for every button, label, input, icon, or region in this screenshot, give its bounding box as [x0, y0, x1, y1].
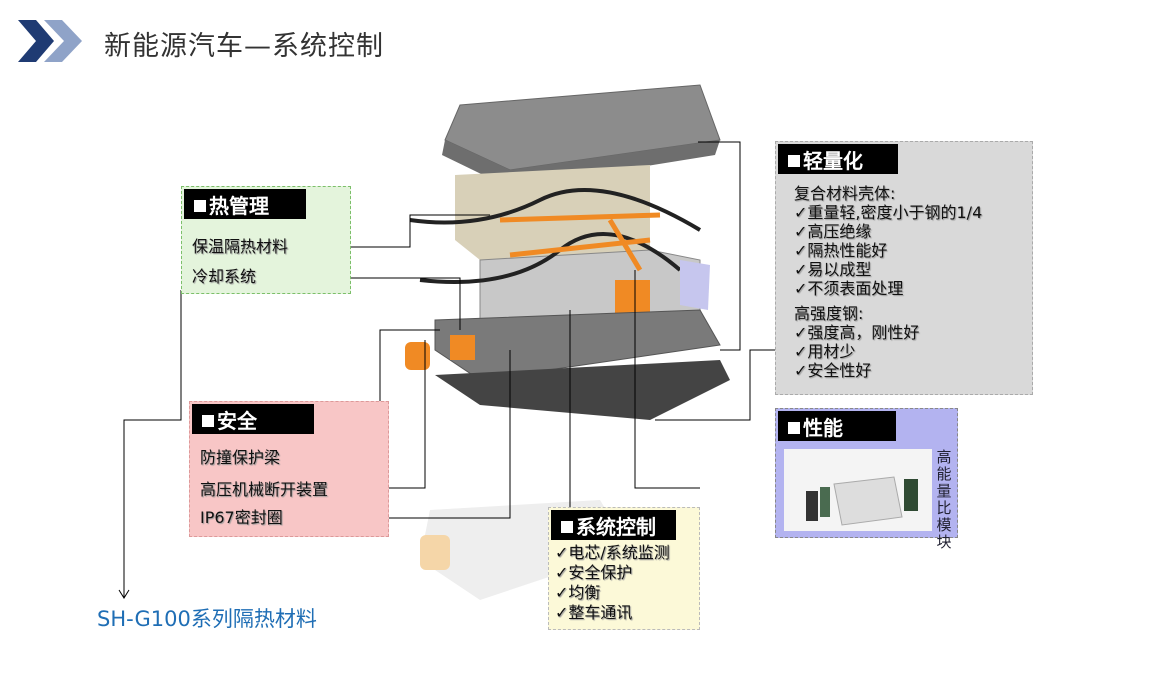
steel-item: ✓安全性好: [794, 361, 872, 380]
sh-g100-link[interactable]: SH-G100系列隔热材料: [97, 607, 317, 631]
performance-header: 性能: [778, 411, 896, 441]
thermal-management-box: 热管理 保温隔热材料 冷却系统: [181, 186, 351, 294]
composite-list: 复合材料壳体: ✓重量轻,密度小于钢的1/4 ✓高压绝缘 ✓隔热性能好 ✓易以成…: [794, 184, 982, 380]
control-item: ✓安全保护: [555, 563, 633, 582]
system-control-header: 系统控制: [551, 510, 676, 540]
composite-item: ✓易以成型: [794, 260, 872, 279]
page-title: 新能源汽车—系统控制: [104, 31, 384, 62]
composite-heading: 复合材料壳体:: [794, 184, 896, 203]
control-item: ✓均衡: [555, 583, 601, 602]
safety-item: 高压机械断开装置: [200, 480, 329, 499]
battery-module-image: [784, 449, 932, 531]
composite-item: ✓隔热性能好: [794, 241, 888, 260]
composite-item: ✓重量轻,密度小于钢的1/4: [794, 203, 983, 222]
double-chevron-icon: [18, 20, 82, 62]
safety-item: 防撞保护梁: [200, 448, 281, 467]
control-item: ✓整车通讯: [555, 603, 633, 622]
safety-item: IP67密封圈: [200, 508, 283, 527]
composite-item: ✓高压绝缘: [794, 222, 872, 241]
performance-box: 性能 高能量比模块: [775, 408, 958, 551]
thermal-header: 热管理: [184, 189, 306, 219]
lightweight-header: 轻量化: [778, 144, 898, 174]
performance-side-label: 高能量比模块: [936, 448, 952, 551]
system-control-box: 系统控制 ✓电芯/系统监测 ✓安全保护 ✓均衡 ✓整车通讯: [548, 507, 700, 630]
safety-box: 安全 防撞保护梁 高压机械断开装置 IP67密封圈: [189, 401, 389, 537]
safety-header: 安全: [192, 404, 314, 434]
thermal-item: 冷却系统: [192, 267, 257, 286]
control-item: ✓电芯/系统监测: [555, 543, 670, 562]
composite-item: ✓不须表面处理: [794, 279, 904, 298]
battery-pack-illustration: [405, 84, 730, 600]
lightweight-box: 轻量化 复合材料壳体: ✓重量轻,密度小于钢的1/4 ✓高压绝缘 ✓隔热性能好 …: [775, 141, 1033, 395]
steel-item: ✓强度高，刚性好: [794, 323, 920, 342]
steel-item: ✓用材少: [794, 342, 856, 361]
thermal-item: 保温隔热材料: [192, 237, 289, 256]
steel-heading: 高强度钢:: [794, 304, 864, 323]
